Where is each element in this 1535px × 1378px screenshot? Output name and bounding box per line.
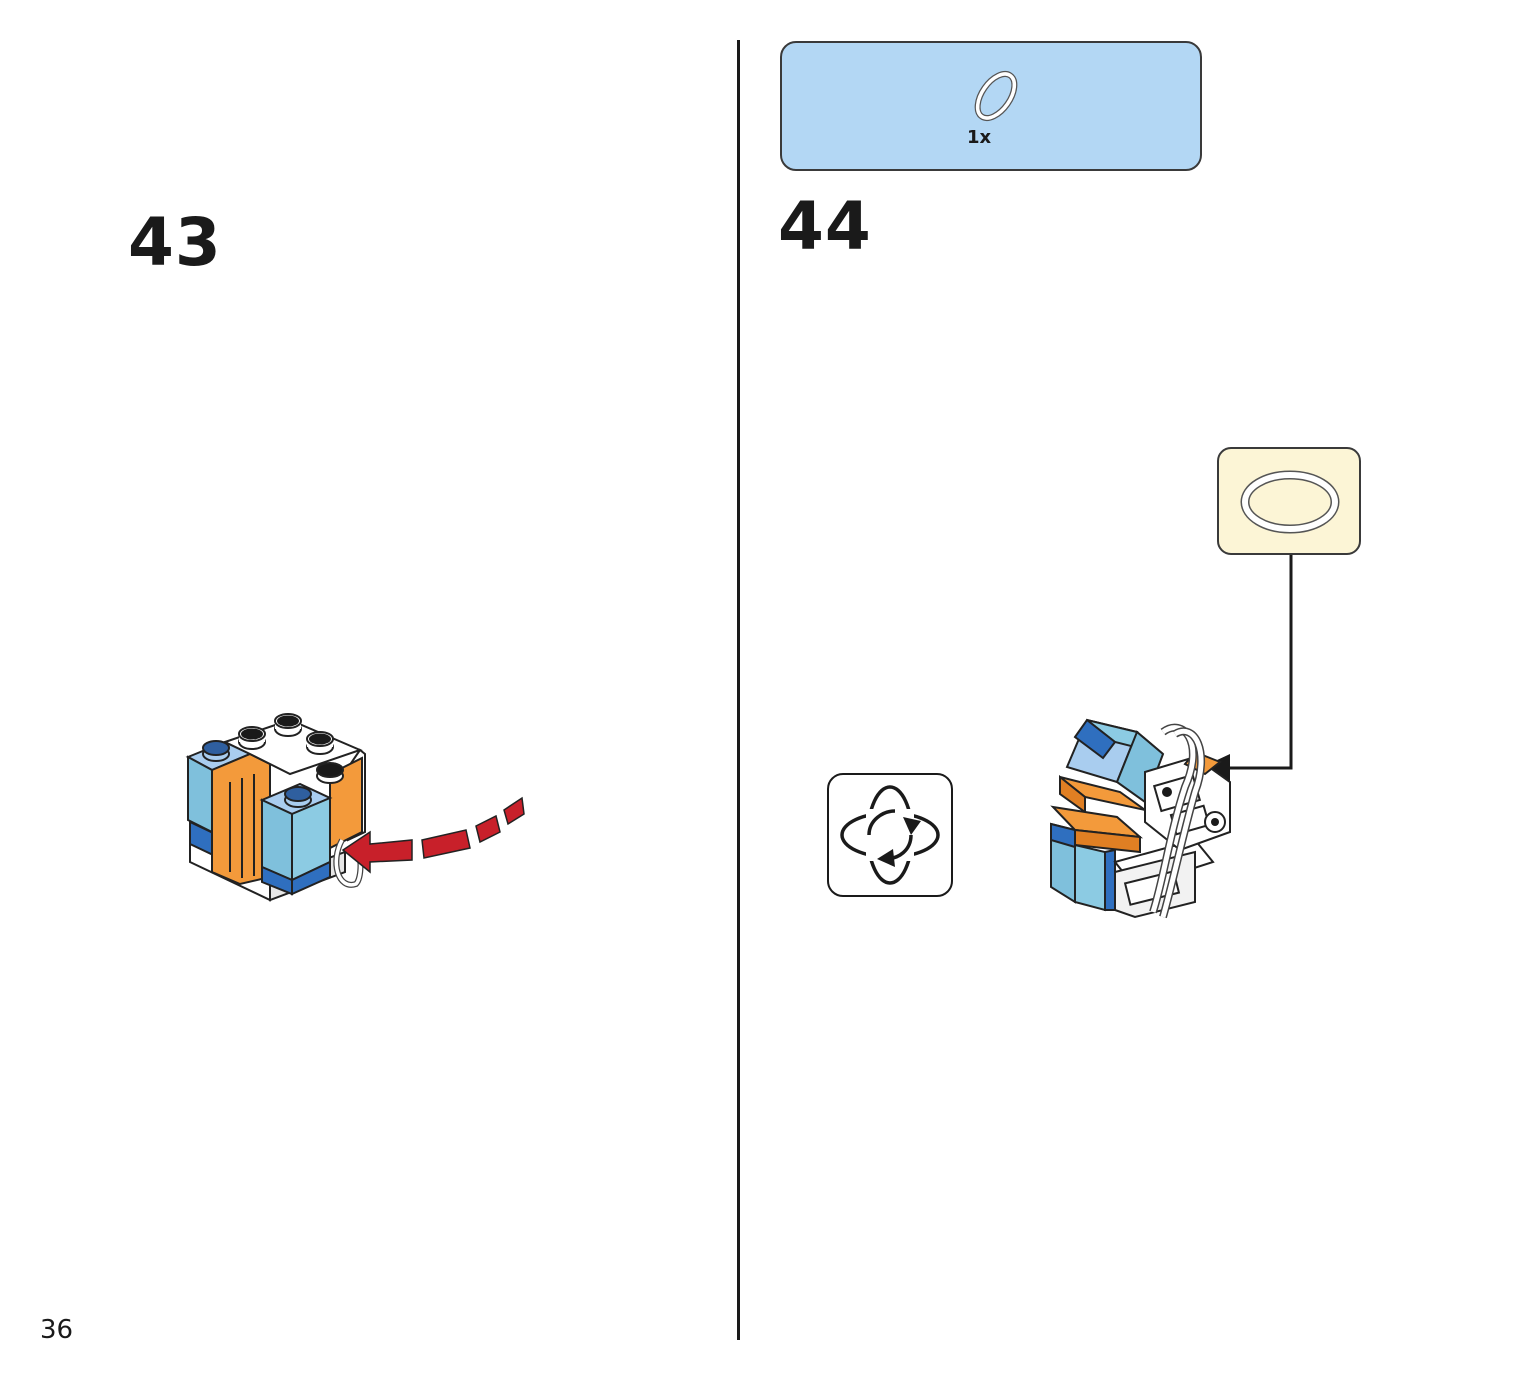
step-number-43: 43 [128, 204, 222, 281]
step-43-model [185, 713, 525, 902]
parts-list-box: 1x [780, 41, 1202, 171]
rotate-model-icon [840, 785, 940, 885]
step-number-44: 44 [778, 188, 872, 265]
ring-icon [974, 71, 1018, 121]
rotate-model-box [827, 773, 953, 897]
page-number: 36 [40, 1315, 74, 1345]
ring-icon [1240, 470, 1340, 534]
callout-leader-line [1200, 555, 1293, 782]
page-divider [737, 40, 740, 1340]
step-44-model [1050, 718, 1231, 919]
part-quantity: 1x [967, 127, 992, 148]
callout-box [1217, 447, 1361, 555]
